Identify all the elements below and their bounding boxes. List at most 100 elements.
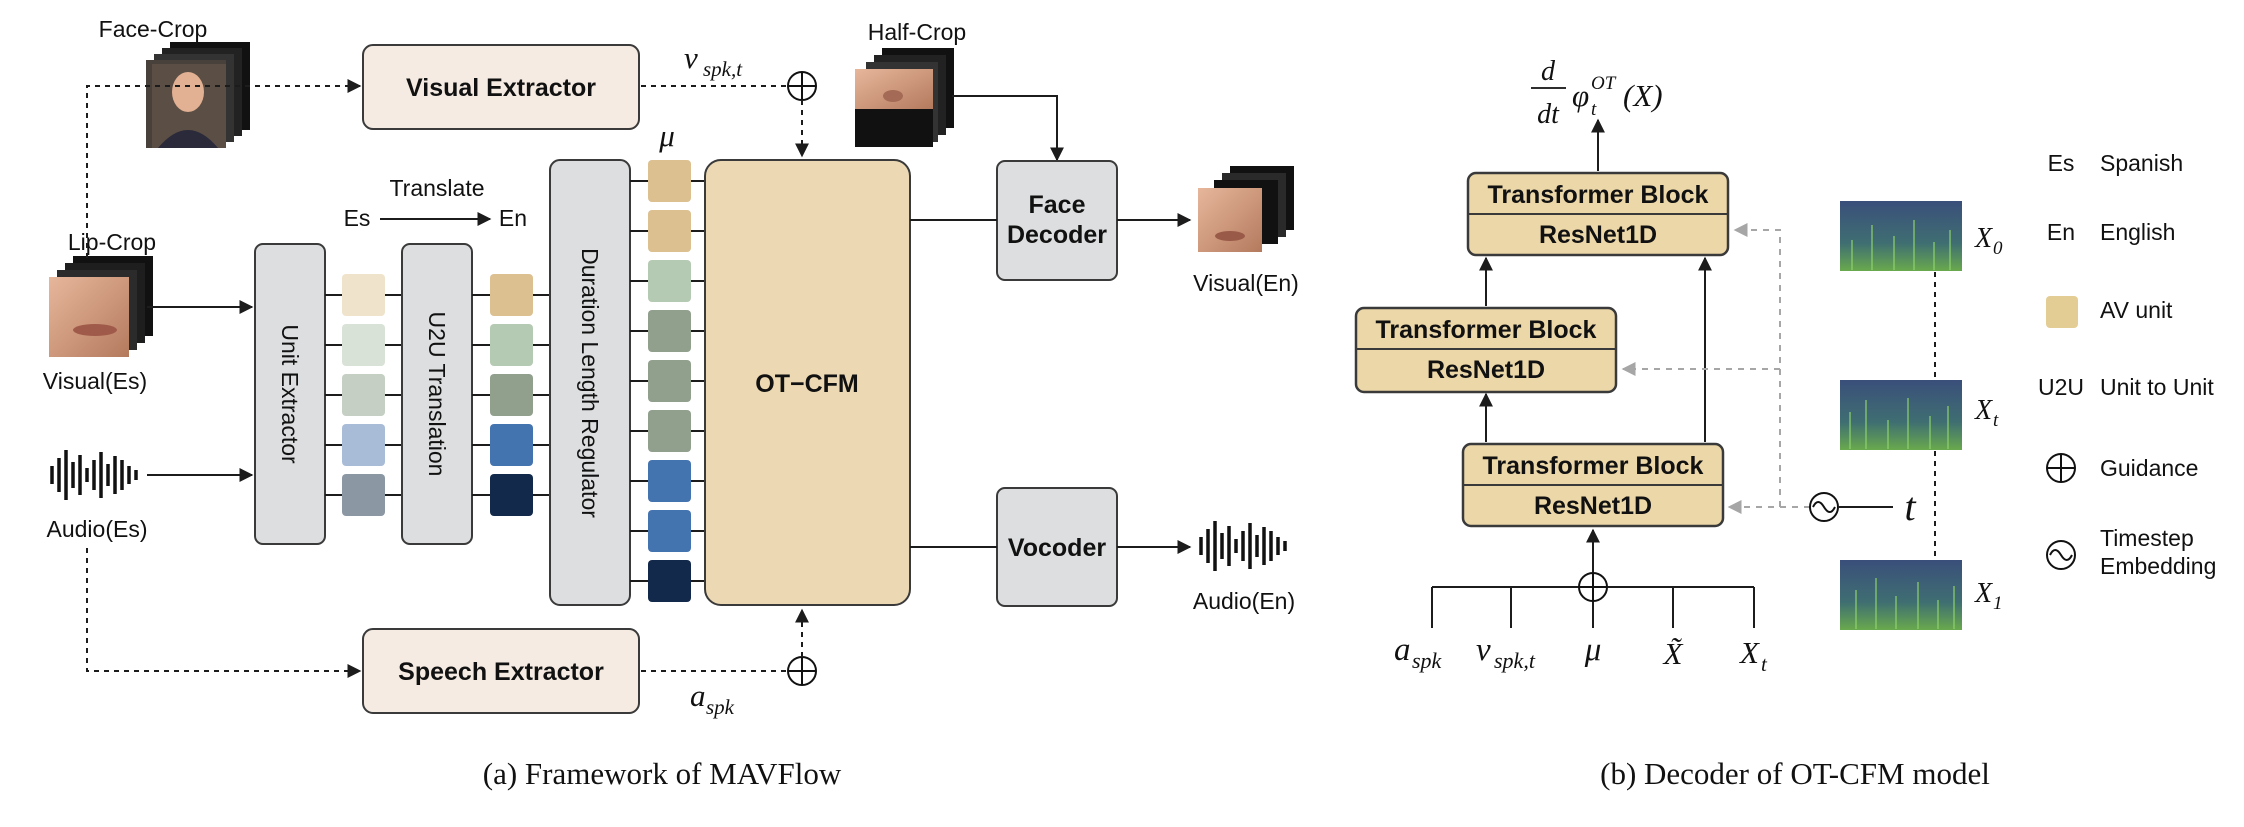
svg-text:a: a xyxy=(1394,632,1411,668)
a-spk-label: a xyxy=(690,678,706,713)
formula-phi: φ xyxy=(1572,78,1589,113)
duration-length-regulator-label: Duration Length Regulator xyxy=(577,248,603,518)
formula-superscript: OT xyxy=(1591,73,1617,94)
unit-token xyxy=(342,274,385,316)
transformer-block-bottom-label: Transformer Block xyxy=(1483,452,1704,480)
lip-crop-label: Lip-Crop xyxy=(68,229,156,255)
duration-length-regulator-box xyxy=(549,159,631,606)
translate-en-label: En xyxy=(499,205,527,231)
svg-text:spk,t: spk,t xyxy=(1494,648,1536,673)
half-crop-image xyxy=(855,48,954,147)
input-v-spk-t: v spk,t xyxy=(1476,632,1536,673)
spectrogram-label-x0: X 0 xyxy=(1974,223,2003,259)
lip-crop-image xyxy=(49,256,153,357)
legend-value-guidance: Guidance xyxy=(2100,455,2198,481)
spectrogram-label-xt: X t xyxy=(1974,395,1999,431)
unit-token xyxy=(490,374,533,416)
face-decoder-label-line1: Face xyxy=(1029,191,1086,219)
caption-a: (a) Framework of MAVFlow xyxy=(483,756,842,791)
v-spk-t-subscript: spk,t xyxy=(703,57,743,81)
svg-text:X: X xyxy=(1738,635,1760,670)
svg-text:t: t xyxy=(1761,652,1768,676)
speech-extractor-label: Speech Extractor xyxy=(398,658,604,686)
face-decoder-label-line2: Decoder xyxy=(1007,221,1107,249)
svg-text:0: 0 xyxy=(1993,238,2003,259)
svg-text:μ: μ xyxy=(1584,632,1602,668)
svg-text:t: t xyxy=(1993,410,1999,431)
panel-b: d dt φ OT t (X) Transformer Block ResNet… xyxy=(1354,56,2003,791)
visual-en-label: Visual(En) xyxy=(1193,270,1299,296)
unit-token xyxy=(342,424,385,466)
av-unit-token xyxy=(648,310,691,352)
mu-label: μ xyxy=(658,118,675,153)
a-spk-subscript: spk xyxy=(706,695,735,719)
caption-b: (b) Decoder of OT-CFM model xyxy=(1600,756,1990,791)
spectrogram-label-x1: X 1 xyxy=(1974,578,2003,614)
transformer-block-top-label: Transformer Block xyxy=(1488,181,1709,209)
t-label: t xyxy=(1904,484,1916,529)
visual-extractor-box xyxy=(362,44,640,130)
av-unit-token xyxy=(648,160,691,202)
legend-key-en: En xyxy=(2047,219,2075,245)
spectrogram-x1 xyxy=(1840,560,1962,630)
guidance-symbol-bottom xyxy=(787,656,817,686)
svg-text:X: X xyxy=(1974,395,1993,426)
resnet1d-top-label: ResNet1D xyxy=(1539,221,1657,249)
svg-text:v: v xyxy=(1476,632,1491,668)
translate-es-label: Es xyxy=(344,205,371,231)
av-unit-token xyxy=(648,410,691,452)
formula-dt: dt xyxy=(1537,99,1560,130)
legend-value-av-unit: AV unit xyxy=(2100,297,2173,323)
v-spk-t-label: v xyxy=(684,40,698,75)
translate-label: Translate xyxy=(389,175,484,201)
visual-en-image xyxy=(1198,166,1294,252)
legend-av-unit-swatch xyxy=(2046,296,2078,328)
input-mu: μ xyxy=(1584,632,1602,668)
face-crop-label: Face-Crop xyxy=(99,16,208,42)
svg-text:1: 1 xyxy=(1993,593,2003,614)
unit-token xyxy=(342,474,385,516)
input-a-spk: a spk xyxy=(1394,632,1443,673)
audio-es-waveform xyxy=(50,450,138,500)
half-crop-to-face-decoder-arrow xyxy=(952,95,1064,162)
timestep-embedding-symbol xyxy=(1809,492,1839,522)
input-x-t: X t xyxy=(1738,635,1768,676)
transformer-block-middle-label: Transformer Block xyxy=(1376,316,1597,344)
half-crop-label: Half-Crop xyxy=(868,19,966,45)
formula-d: d xyxy=(1541,56,1556,87)
input-x-tilde: X̃ xyxy=(1662,636,1684,671)
legend-guidance-icon xyxy=(2046,453,2076,483)
input-guidance-symbol xyxy=(1578,572,1608,602)
legend-value-spanish: Spanish xyxy=(2100,150,2183,176)
audio-to-speech-extractor-connector xyxy=(86,548,362,678)
legend-value-timestep-line2: Embedding xyxy=(2100,553,2216,579)
av-unit-token xyxy=(648,560,691,602)
unit-token xyxy=(490,424,533,466)
svg-text:spk: spk xyxy=(1412,648,1443,673)
svg-text:X: X xyxy=(1974,223,1993,254)
svg-text:X̃: X̃ xyxy=(1662,636,1684,671)
unit-column-1 xyxy=(325,274,402,516)
output-formula: d dt φ OT t (X) xyxy=(1531,56,1663,130)
legend: Es Spanish En English AV unit U2U Unit t… xyxy=(2038,150,2216,579)
av-unit-token xyxy=(648,510,691,552)
legend-key-u2u: U2U xyxy=(2038,374,2084,400)
audio-es-label: Audio(Es) xyxy=(47,516,148,542)
face-crop-image xyxy=(146,42,250,148)
unit-token xyxy=(490,474,533,516)
visual-extractor-label: Visual Extractor xyxy=(406,74,596,102)
formula-argument: (X) xyxy=(1623,78,1663,113)
unit-token xyxy=(342,324,385,366)
legend-value-english: English xyxy=(2100,219,2175,245)
timestep-to-top-connector xyxy=(1733,223,1781,507)
unit-token xyxy=(490,324,533,366)
legend-timestep-icon xyxy=(2046,540,2076,570)
u2u-translation-label: U2U Translation xyxy=(424,312,450,477)
legend-value-timestep: Timestep xyxy=(2100,525,2194,551)
av-unit-token xyxy=(648,360,691,402)
audio-en-waveform xyxy=(1199,521,1287,571)
audio-en-label: Audio(En) xyxy=(1193,588,1295,614)
guidance-symbol-top xyxy=(787,71,817,101)
unit-column-3 xyxy=(630,160,705,602)
